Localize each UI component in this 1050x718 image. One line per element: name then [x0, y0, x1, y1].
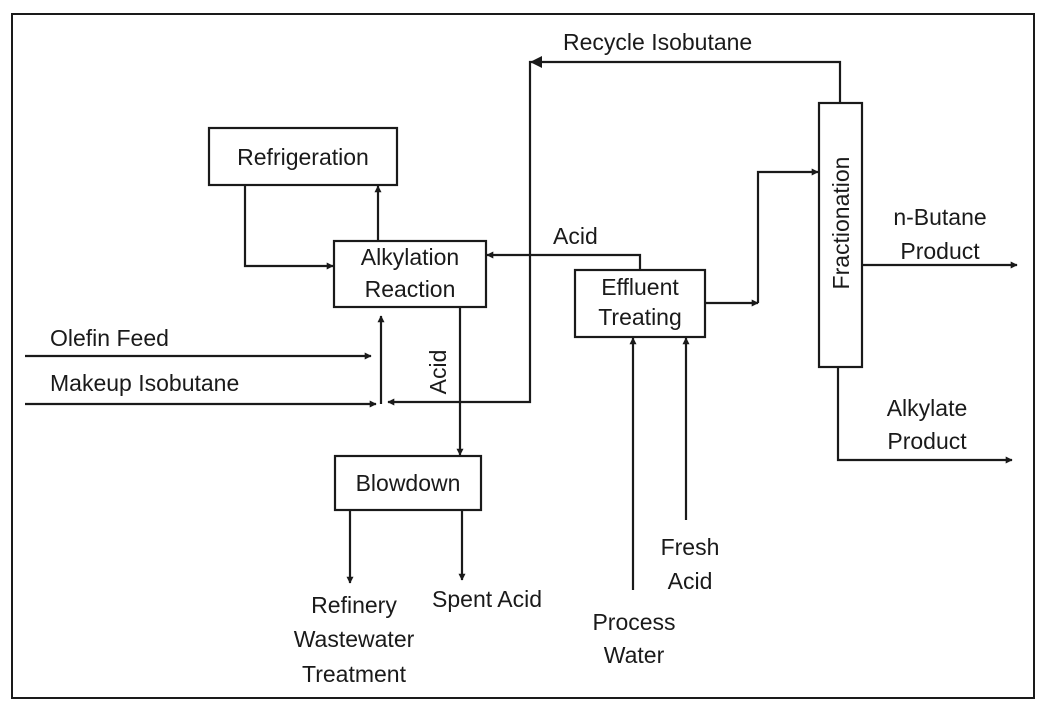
spent-acid-label: Spent Acid [432, 586, 542, 612]
alkylate-product-line [836, 368, 1013, 464]
refinery-label: Refinery [311, 592, 397, 618]
olefin-feed-label: Olefin Feed [50, 325, 169, 351]
acid-return-line [486, 251, 642, 270]
alkylation-reaction-box: Alkylation Reaction [332, 239, 488, 309]
recycle-isobutane-line [387, 60, 842, 406]
alkylation-label: Alkylation [361, 244, 459, 270]
refrigeration-box: Refrigeration [207, 126, 399, 187]
blowdown-label: Blowdown [356, 470, 461, 496]
effluent-label: Effluent [601, 274, 679, 300]
recycle-isobutane-arrowhead [530, 56, 542, 68]
recycle-isobutane-label: Recycle Isobutane [563, 29, 752, 55]
effluent-treating-box: Effluent Treating [573, 268, 707, 339]
fresh-label: Fresh [661, 534, 720, 560]
fresh-acid-label: Acid [668, 568, 713, 594]
reaction-label: Reaction [365, 276, 456, 302]
n-butane-product-label: Product [900, 238, 980, 264]
alkylate-label: Alkylate [887, 395, 968, 421]
alkylate-product-label: Product [887, 428, 967, 454]
water-label: Water [604, 642, 665, 668]
makeup-isobutane-label: Makeup Isobutane [50, 370, 239, 396]
diagram-frame [11, 13, 1035, 699]
fractionation-label: Fractionation [828, 157, 854, 290]
process-label: Process [592, 609, 675, 635]
flow-lines [25, 56, 1018, 590]
refrigeration-return-line [243, 185, 334, 270]
n-butane-label: n-Butane [893, 204, 986, 230]
acid-down-label: Acid [425, 350, 451, 395]
wastewater-label: Wastewater [294, 626, 415, 652]
acid-return-label: Acid [553, 223, 598, 249]
blowdown-box: Blowdown [333, 454, 483, 512]
refrigeration-label: Refrigeration [237, 144, 369, 170]
treating-label: Treating [598, 304, 682, 330]
fractionation-box: Fractionation [817, 101, 864, 369]
effluent-to-fractionation-line [756, 168, 819, 303]
treatment-label: Treatment [302, 661, 407, 687]
